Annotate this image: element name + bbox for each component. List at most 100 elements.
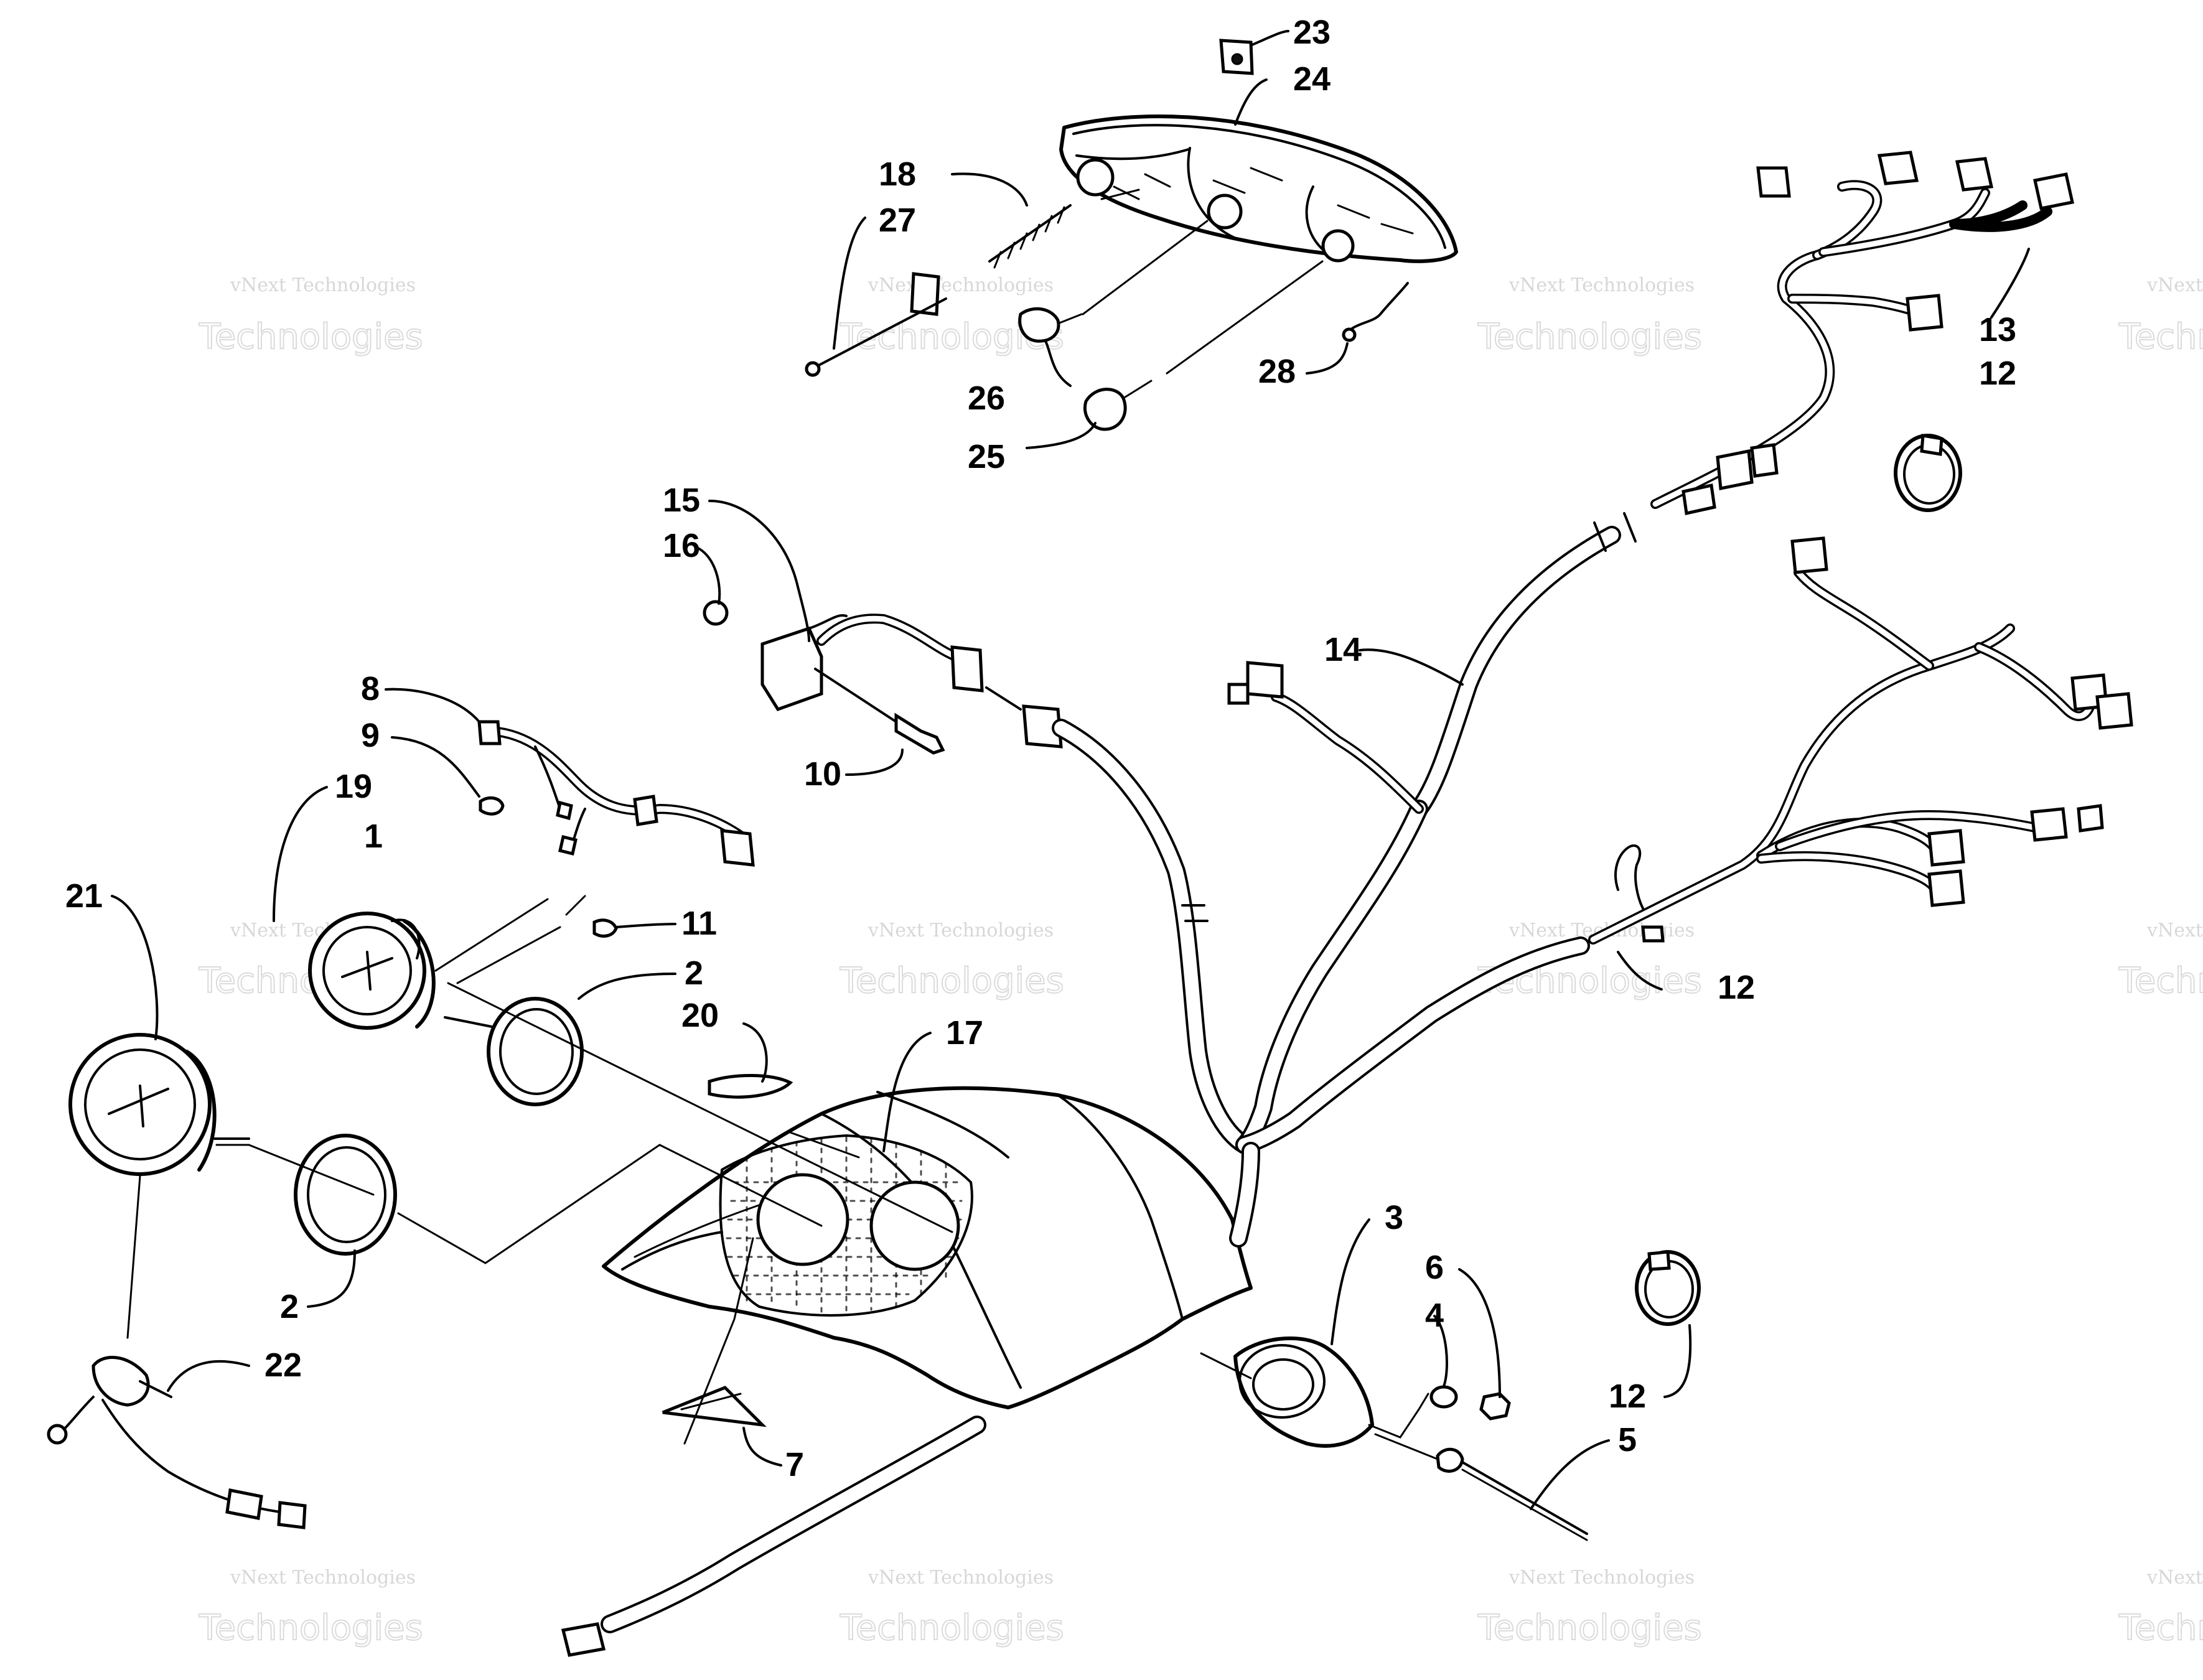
- watermark-8: vNext Technologies Technologies: [839, 1567, 1065, 1649]
- headlight-connector: [1877, 151, 1919, 185]
- gauge-harness-wire: [489, 728, 750, 843]
- decal-leader-line: [683, 1237, 754, 1445]
- bulb-socket: [556, 800, 573, 821]
- leader-7: [742, 1427, 782, 1467]
- bracket-connector: [950, 645, 984, 693]
- callout-6: 6: [1425, 1249, 1444, 1286]
- harness-lower-branch: [603, 1418, 984, 1631]
- rear-connector: [2030, 807, 2068, 842]
- harness-trunk: [1238, 802, 1426, 1152]
- rear-harness-wire: [1758, 853, 1939, 893]
- indicator-bulb: [592, 918, 618, 938]
- harness-connector: [1716, 449, 1754, 490]
- rear-connector: [1927, 869, 1965, 907]
- harness-sub-branch: [1273, 694, 1422, 812]
- leader-3: [1331, 1218, 1370, 1345]
- bezel-ring-upper: [487, 997, 584, 1106]
- leader-22: [167, 1360, 250, 1392]
- gauge-harness-branch: [571, 808, 586, 844]
- headlight-harness-wire: [1820, 190, 1988, 255]
- axis-line: [1368, 1393, 1429, 1439]
- cable-tie-buckle: [1920, 434, 1943, 456]
- leader-lines: [111, 30, 2030, 1510]
- decal-leader-line: [789, 1131, 860, 1159]
- nut-6: [1479, 1392, 1511, 1421]
- callout-10: 10: [804, 755, 841, 793]
- hood-contour: [876, 1091, 1009, 1159]
- watermark-3: vNext Technologies Technologies: [1477, 274, 1703, 358]
- cable-tie-strap: [1614, 844, 1644, 910]
- bezel-ring-outer: [294, 1134, 397, 1256]
- rear-connector: [2077, 804, 2104, 833]
- leader-6: [1458, 1268, 1501, 1398]
- hood-contour: [634, 1200, 773, 1258]
- hood-panel: [602, 1074, 1253, 1427]
- callout-20: 20: [681, 997, 719, 1034]
- gauge-opening-left: [756, 1173, 849, 1266]
- harness-connector: [720, 829, 755, 867]
- leader-5: [1530, 1439, 1610, 1510]
- mounting-block-top: [808, 614, 848, 630]
- rear-harness-wire: [1590, 625, 2013, 943]
- leader-10: [845, 749, 904, 776]
- callout-26: 26: [968, 380, 1005, 417]
- nut-16: [703, 600, 729, 626]
- callout-12-mid: 12: [1718, 969, 1755, 1006]
- leader-24: [1234, 78, 1268, 126]
- sender-plug: [277, 1501, 307, 1529]
- headlight-bulb: [1018, 307, 1060, 343]
- axis-line: [456, 895, 586, 984]
- watermark-text: vNext Technologies: [868, 274, 1054, 296]
- leader-8: [385, 688, 480, 723]
- gauge-1-face: [322, 926, 412, 1015]
- watermark-text: vNext Technologies: [1508, 274, 1695, 296]
- callout-9: 9: [361, 717, 380, 754]
- harness-branch: [1232, 1144, 1258, 1245]
- watermark-text: Technologies: [2118, 317, 2203, 357]
- headlight-connector: [1955, 157, 1994, 192]
- adjuster-screw: [814, 297, 947, 368]
- callout-2: 2: [685, 954, 703, 992]
- mounting-block: [760, 626, 823, 712]
- gauge-opening-right: [869, 1180, 960, 1271]
- callout-3: 3: [1385, 1199, 1403, 1236]
- callout-14: 14: [1324, 631, 1362, 668]
- harness-terminal: [477, 720, 502, 745]
- leader-21: [111, 895, 159, 1040]
- callout-labels: 23 24 18 27 26 25 28 13 12 15 16 14 8 9 …: [65, 14, 2016, 1483]
- watermark-text: Technologies: [1477, 1608, 1702, 1648]
- gauge-21-bezel: [68, 1033, 212, 1176]
- retaining-clip-end: [1342, 327, 1357, 342]
- axis-line: [1374, 1433, 1439, 1460]
- axis-line: [1200, 1352, 1252, 1379]
- main-harness-connector: [1022, 704, 1063, 749]
- leader-4: [1433, 1315, 1448, 1388]
- headlight-housing: [1059, 114, 1458, 263]
- axis-line: [126, 1175, 141, 1339]
- adjuster-bracket: [910, 272, 940, 316]
- decal-7-text-line: [680, 1393, 742, 1411]
- callout-27: 27: [879, 202, 916, 239]
- gauge-1-stud: [444, 1016, 493, 1028]
- watermark-text: Technologies: [199, 1608, 423, 1648]
- watermark-text: vNext Technologies: [230, 274, 416, 296]
- branch-terminal: [1227, 683, 1250, 705]
- gauge-cup-assembly: [1200, 1336, 1588, 1541]
- callout-1: 1: [364, 818, 383, 855]
- callout-28: 28: [1258, 353, 1296, 390]
- rear-harness-wire: [1777, 812, 2038, 849]
- leader-13: [1990, 248, 2030, 319]
- callout-19: 19: [335, 768, 372, 805]
- callout-4: 4: [1425, 1297, 1444, 1334]
- sender-body: [91, 1356, 150, 1407]
- gauge-harness-branch: [534, 745, 561, 810]
- bezel-ring-inner: [499, 1008, 574, 1095]
- watermark-text: Technologies: [1477, 317, 1702, 357]
- gauge-21-body: [185, 1050, 217, 1172]
- axis-line: [814, 668, 897, 723]
- harness-sub-branch: [1271, 692, 1424, 814]
- watermark-text: vNext Technologies: [2146, 1567, 2203, 1589]
- leader-2-lower: [307, 1249, 356, 1308]
- watermark-text: Technologies: [840, 961, 1064, 1001]
- watermark-5: vNext Technologies Technologies: [839, 920, 1065, 1002]
